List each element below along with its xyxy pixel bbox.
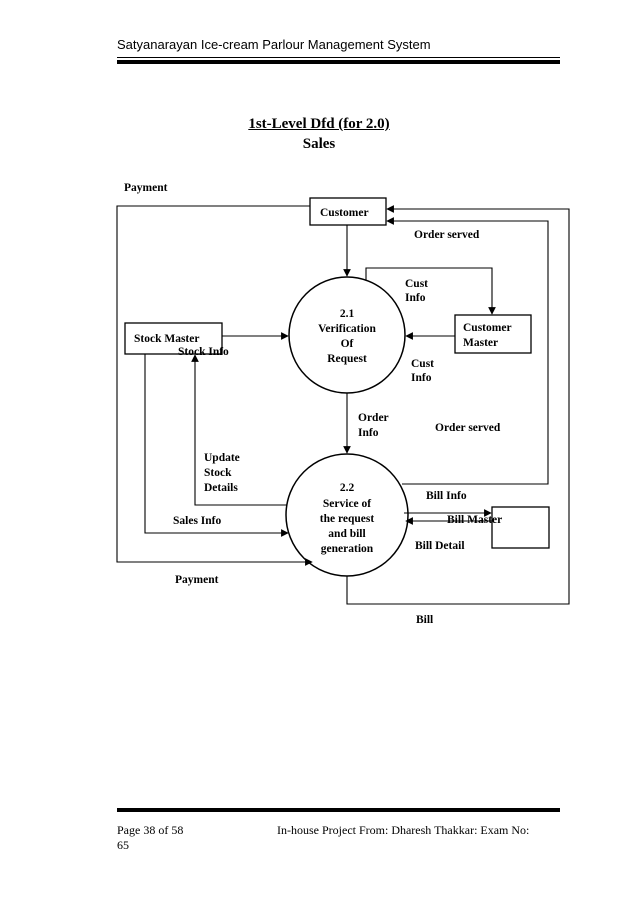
label-stock-info: Stock Info [178,346,229,358]
footer-project-line-1: In-house Project From: Dharesh Thakkar: … [277,823,530,837]
label-bill: Bill [416,614,433,626]
process-2-1-line-1: Verification [318,323,376,335]
stock-master-entity [124,322,223,355]
flow-payment-loop [116,205,313,566]
customer-master-label-2: Master [463,337,498,349]
label-update-stock-2: Stock [204,467,232,479]
customer-master-label-1: Customer [463,322,512,334]
process-2-2-line-1: Service of [323,498,371,510]
label-cust-info-top-1: Cust [405,278,428,290]
customer-entity [309,197,387,226]
diagram-title: 1st-Level Dfd (for 2.0) [248,116,390,132]
label-update-stock-3: Details [204,482,238,494]
stock-master-label: Stock Master [134,333,199,345]
label-update-stock-1: Update [204,452,240,464]
process-2-1-number: 2.1 [340,308,355,320]
flow-update-stock [191,354,287,506]
label-cust-info-top-2: Info [405,292,426,304]
label-order-served-top: Order served [414,229,480,241]
process-2-2-line-3: and bill [328,528,365,540]
flow-2-1-to-customer-master [365,267,496,315]
bill-master-entity [491,506,550,549]
label-cust-info-bottom-1: Cust [411,358,434,370]
customer-master-entity [454,314,532,354]
header-rule-thin [117,57,560,58]
header-rule-thick [117,60,560,64]
footer-page-number: Page 38 of 58 [117,823,184,837]
flow-bill-to-customer [346,205,570,605]
label-sales-info: Sales Info [173,515,221,527]
flow-sales-info [144,354,289,537]
diagram-subtitle: Sales [302,136,336,152]
label-payment-bottom: Payment [175,574,219,586]
flow-order-served [386,217,549,485]
running-header: Satyanarayan Ice-cream Parlour Managemen… [117,37,431,52]
label-bill-detail: Bill Detail [415,540,465,552]
process-2-2-line-2: the request [320,513,375,525]
customer-label: Customer [320,207,369,219]
label-order-info-2: Info [358,427,379,439]
label-bill-info: Bill Info [426,490,467,502]
footer-project-line-2: 65 [117,838,129,852]
process-2-1 [288,276,406,394]
label-payment-top: Payment [124,182,168,194]
process-2-2-number: 2.2 [340,482,355,494]
process-2-1-line-3: Request [327,353,367,365]
process-2-1-line-2: Of [341,338,354,350]
footer-rule [117,808,560,812]
label-order-info-1: Order [358,412,389,424]
label-cust-info-bottom-2: Info [411,372,432,384]
bill-master-label: Bill Master [447,514,502,526]
process-2-2-line-4: generation [321,543,374,555]
label-order-served-mid: Order served [435,422,501,434]
